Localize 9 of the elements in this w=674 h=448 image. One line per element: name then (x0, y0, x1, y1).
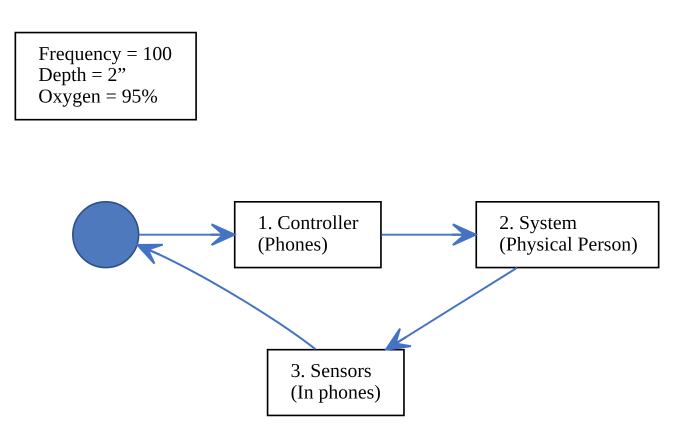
node-box: 2. System (Physical Person) (475, 201, 660, 268)
node-box: 1. Controller (Phones) (234, 201, 382, 268)
arrow (384, 266, 518, 351)
node-box: Frequency = 100 Depth = 2” Oxygen = 95% (14, 32, 197, 120)
arrow (138, 223, 236, 246)
arrow (381, 223, 477, 246)
node-box: 3. Sensors (In phones) (266, 348, 405, 416)
arrow (136, 244, 316, 350)
node-circle (72, 201, 140, 268)
